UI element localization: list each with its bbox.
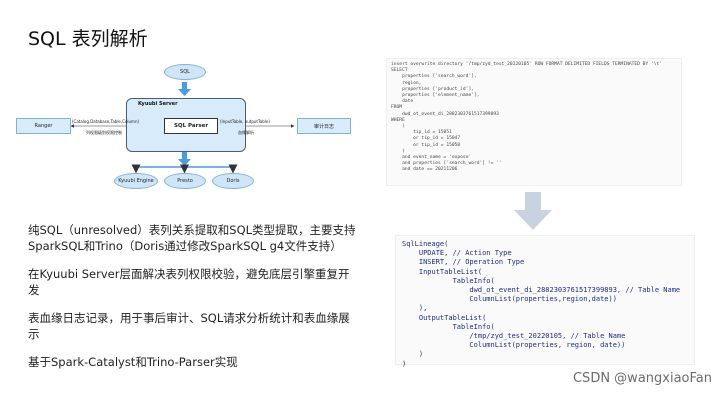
lineage-code-line: ) — [402, 359, 407, 368]
lineage-code-line: ColumnList(properties, region, date)) — [402, 341, 626, 350]
sql-code-line: region, — [391, 80, 422, 86]
edge-right-top-label: (InputTable, outputTable) — [220, 119, 270, 124]
edge-left-top-label: (Catalog,Database,Table,Column) — [72, 119, 140, 124]
lineage-code-line: /tmp/zyd_test_20220105, // Table Name — [402, 332, 626, 341]
sql-code-line: properties ['search_word'], — [391, 74, 477, 80]
paragraph: 表血缘日志记录，用于事后审计、SQL请求分析统计和表血缘展示 — [28, 311, 350, 341]
down-arrow-icon — [182, 152, 187, 160]
sql-node-label: SQL — [180, 69, 190, 75]
lineage-code-line: InputTableList( — [402, 267, 483, 276]
sql-code-line: properties ['element_name'], — [391, 93, 480, 99]
lineage-code-line: INSERT, // Operation Type — [402, 258, 525, 267]
lineage-code-line: TableInfo( — [402, 322, 495, 331]
paragraph: 在Kyuubi Server层面解决表列权限校验，避免底层引擎重复开发 — [28, 267, 350, 297]
big-down-arrow-icon — [514, 192, 552, 230]
sql-code-line: and date == 20211206 — [391, 167, 458, 173]
page-title: SQL 表列解析 — [28, 28, 148, 50]
edge-left-bottom-label: 列权限级别权限控制 — [86, 130, 122, 135]
sql-code-line: FROM — [391, 105, 403, 111]
engine-label: Doris — [226, 178, 240, 184]
engine-label: Kyuubi Engine — [118, 178, 154, 184]
sql-code-line: ) — [391, 148, 405, 154]
paragraph: 基于Spark-Catalyst和Trino-Parser实现 — [28, 355, 238, 369]
sql-code-panel: insert overwrite directory '/tmp/zyd_tes… — [386, 58, 682, 186]
down-arrow-icon — [182, 82, 187, 90]
lineage-code-line: SqlLineage( — [402, 240, 449, 248]
lineage-code-panel: SqlLineage( UPDATE, // Action Type INSER… — [395, 235, 695, 368]
sql-code-line: and event_name = 'expose' — [391, 155, 472, 161]
engine-node: Kyuubi Engine — [114, 173, 158, 189]
kyuubi-server-label: Kyuubi Server — [138, 101, 178, 107]
sql-node: SQL — [164, 64, 206, 80]
architecture-diagram: SQL Kyuubi Server SQL Parser Ranger 审计日志… — [14, 60, 374, 200]
engine-node: Presto — [164, 173, 206, 189]
sql-code-line: SELECT — [391, 68, 408, 74]
sql-code-block: insert overwrite directory '/tmp/zyd_tes… — [391, 62, 677, 174]
lineage-code-line: ) — [402, 350, 424, 359]
sql-code-line: and properties ['search_word'] != '' — [391, 161, 502, 167]
diagram-connectors — [70, 82, 295, 174]
sql-code-line: ( — [391, 124, 405, 130]
engine-label: Presto — [177, 178, 193, 184]
lineage-code-line: ColumnList(properties,region,date)) — [402, 295, 617, 304]
sql-code-line: dwd_ot_event_di_2882303761517399893 — [391, 111, 499, 117]
lineage-code-block: SqlLineage( UPDATE, // Action Type INSER… — [402, 240, 688, 369]
ranger-node: Ranger — [16, 118, 71, 134]
lineage-code-line: dwd_ot_event_di_2882303761517399893, // … — [402, 286, 681, 295]
edge-right-bottom-label: 血缘解析 — [238, 130, 254, 135]
sql-code-line: date — [391, 99, 414, 105]
lineage-code-line: UPDATE, // Action Type — [402, 249, 512, 258]
ranger-label: Ranger — [34, 123, 53, 129]
audit-log-node: 审计日志 — [297, 118, 351, 134]
lineage-code-line: OutputTableList( — [402, 313, 487, 322]
sql-code-line: tip_id = 15051 — [391, 130, 452, 136]
sql-code-line: or tip_id = 15050 — [391, 142, 461, 148]
sql-code-line: insert overwrite directory '/tmp/zyd_tes… — [391, 62, 663, 67]
sql-code-line: properties ['product_id'], — [391, 86, 474, 92]
lineage-code-line: ), — [402, 304, 428, 313]
sql-code-line: WHERE — [391, 117, 405, 123]
paragraph: 纯SQL（unresolved）表列关系提取和SQL类型提取，主要支持Spark… — [28, 223, 356, 253]
engine-node: Doris — [212, 173, 254, 189]
watermark: CSDN @wangxiaoFan — [572, 371, 712, 386]
lineage-code-line: TableInfo( — [402, 276, 495, 285]
audit-log-label: 审计日志 — [313, 123, 334, 130]
sql-code-line: or tip_id = 15047 — [391, 136, 461, 142]
sql-parser-box: SQL Parser — [164, 118, 218, 134]
